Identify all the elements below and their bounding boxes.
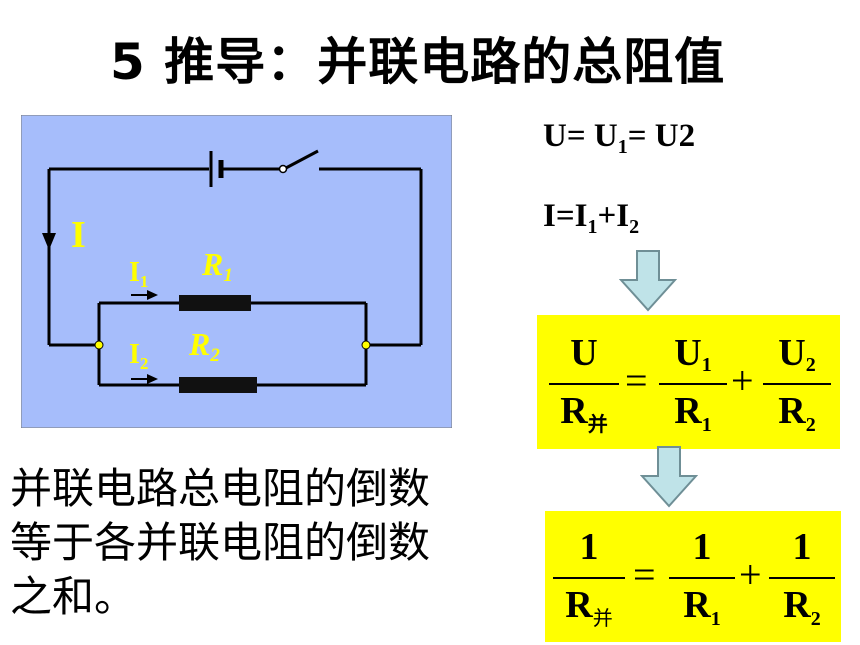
- resistance-term2-denominator: R2: [769, 585, 835, 639]
- branch2-resistor-label: R2: [188, 326, 220, 366]
- current-term2-bar: [763, 383, 831, 385]
- resistance-plus-sign: +: [739, 552, 762, 597]
- down-arrow-1: [619, 250, 677, 312]
- total-current-arrowhead: [42, 233, 56, 250]
- slide-title: 5 推导：并联电路的总阻值: [110, 33, 726, 91]
- current-term1-numerator: U1: [659, 333, 727, 385]
- current-term2-den-letter: R: [778, 390, 806, 432]
- resistance-lhs-fraction: 1 R并: [553, 517, 625, 635]
- conclusion-line-1: 并联电路总电阻的倒数: [10, 464, 431, 513]
- branch2-resistor-letter: R: [188, 326, 210, 362]
- resistance-term2-numerator: 1: [792, 526, 812, 568]
- current-lhs-den-sub: 并: [587, 412, 608, 436]
- resistance-lhs-denominator: R并: [553, 585, 625, 638]
- current-term2-den-sub: 2: [805, 414, 816, 436]
- down-arrow-2: [640, 446, 698, 508]
- branch1-resistor-label: R1: [201, 246, 233, 286]
- resistor-r2: [179, 377, 257, 393]
- switch-pivot: [278, 164, 288, 174]
- branch2-current-label: I2: [129, 339, 148, 373]
- branch1-current-label: I1: [129, 257, 148, 291]
- resistance-term2-den-sub: 2: [810, 608, 821, 630]
- current-term1-num-letter: U: [674, 332, 702, 374]
- branch1-current-letter: I: [129, 257, 140, 288]
- branch2-current-sub: 2: [140, 354, 149, 373]
- resistance-term1-bar: [669, 577, 735, 579]
- resistance-fraction-box: 1 R并 = 1 R1 + 1 R2: [545, 511, 841, 642]
- branch2-resistor-sub: 2: [209, 345, 220, 366]
- current-fraction-box: U R并 = U1 R1 + U2 R2: [537, 315, 840, 449]
- branch1-current-sub: 1: [140, 272, 149, 291]
- current-lhs: I=I: [543, 198, 588, 234]
- resistor-r1: [179, 295, 251, 311]
- current-equals: =: [625, 358, 648, 403]
- current-term2-num-sub: 2: [805, 354, 816, 376]
- current-plus-sign: +: [731, 358, 754, 403]
- current-term2-denominator: R2: [763, 391, 831, 445]
- current-term1-denominator: R1: [659, 391, 727, 445]
- branch1-resistor-sub: 1: [223, 265, 233, 286]
- current-lhs-bar: [549, 383, 619, 385]
- voltage-lhs: U=: [543, 118, 586, 154]
- current-lhs-den-letter: R: [560, 390, 588, 432]
- current-term1-den-letter: R: [674, 390, 702, 432]
- resistance-term1-fraction: 1 R1: [669, 517, 735, 635]
- current-i1-sub: 1: [587, 216, 598, 238]
- resistance-equals: =: [633, 552, 656, 597]
- voltage-u1: U: [593, 118, 618, 154]
- right-junction-dot: [361, 340, 371, 350]
- current-equation: I=I1+I2: [543, 198, 639, 239]
- resistance-term2-den-letter: R: [783, 584, 811, 626]
- current-term1-num-sub: 1: [701, 354, 712, 376]
- branch1-current-arrowhead: [147, 290, 158, 300]
- current-term2-fraction: U2 R2: [763, 323, 831, 441]
- current-term2-num-letter: U: [778, 332, 806, 374]
- left-junction-dot: [94, 340, 104, 350]
- resistance-term2-fraction: 1 R2: [769, 517, 835, 635]
- current-lhs-denominator: R并: [549, 391, 619, 444]
- resistance-lhs-numerator: 1: [579, 526, 599, 568]
- current-lhs-fraction: U R并: [549, 323, 619, 441]
- conclusion-text: 并联电路总电阻的倒数 等于各并联电阻的倒数 之和。: [10, 462, 430, 624]
- switch-blade: [283, 149, 319, 171]
- current-term1-bar: [659, 383, 727, 385]
- resistance-term1-den-sub: 1: [710, 608, 721, 630]
- current-plus: +I: [597, 198, 630, 234]
- circuit-background: [21, 115, 452, 428]
- conclusion-line-3: 之和。: [10, 572, 137, 621]
- current-term2-numerator: U2: [763, 333, 831, 385]
- resistance-term1-denominator: R1: [669, 585, 735, 639]
- voltage-equation: U= U1= U2: [543, 118, 695, 159]
- resistance-term1-numerator: 1: [692, 526, 712, 568]
- resistance-term1-den-letter: R: [683, 584, 711, 626]
- branch2-current-letter: I: [129, 339, 140, 370]
- conclusion-line-2: 等于各并联电阻的倒数: [10, 518, 431, 567]
- voltage-u1-sub: 1: [617, 136, 628, 158]
- voltage-rest: = U2: [627, 118, 696, 154]
- branch2-current-arrowhead: [147, 374, 158, 384]
- branch1-resistor-letter: R: [201, 246, 223, 282]
- parallel-circuit-diagram: I I1 R1 I2 R2: [21, 115, 452, 428]
- resistance-lhs-den-letter: R: [565, 584, 593, 626]
- current-term1-fraction: U1 R1: [659, 323, 727, 441]
- resistance-lhs-bar: [553, 577, 625, 579]
- total-current-label: I: [71, 214, 86, 256]
- current-i2-sub: 2: [629, 216, 640, 238]
- current-term1-den-sub: 1: [701, 414, 712, 436]
- resistance-term2-bar: [769, 577, 835, 579]
- current-lhs-numerator: U: [570, 332, 598, 374]
- resistance-lhs-den-sub: 并: [592, 606, 613, 630]
